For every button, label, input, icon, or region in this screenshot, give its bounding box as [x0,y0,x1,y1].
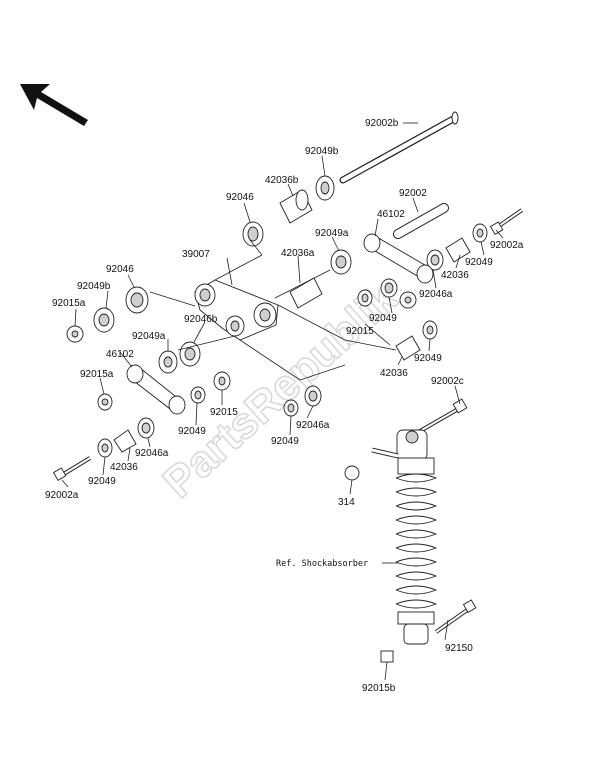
part-label: 92049 [271,436,299,447]
gear-icon [399,291,417,309]
part-label: 92049 [88,476,116,487]
collar-part [279,189,313,224]
bolt-part [52,456,92,481]
front-direction-arrow-icon [20,84,88,126]
needle-bearing-part [137,417,155,439]
shock-absorber-part [371,398,477,645]
part-label: 92015a [52,298,86,309]
washer-part [330,249,352,275]
part-label: 92046 [226,192,254,203]
needle-bearing-part [242,221,264,247]
part-label: 92049 [465,257,493,268]
part-label: 314 [338,497,355,508]
assembly-lines [149,239,397,381]
part-label: 92002a [490,240,524,251]
watermark-text: PartsRepublik [154,273,407,508]
nut-part [344,465,360,481]
part-label: 92015 [346,326,374,337]
nut-part [97,393,113,411]
part-label: 92049b [77,281,111,292]
part-label: 92046a [419,289,453,300]
bolt-part [489,208,524,235]
part-label: 92049a [132,331,166,342]
part-label: 92046a [296,420,330,431]
washer-part [93,307,115,333]
part-label: 42036 [441,270,469,281]
part-label: 92046b [184,314,218,325]
part-label: 92002c [431,376,464,387]
washer-part [97,438,113,458]
collar-part [113,429,137,453]
part-label: 42036 [110,462,138,473]
long-bolt-part [339,111,459,184]
washer-part [158,350,178,374]
rocker-arm-part [194,279,279,341]
collar-part [445,237,471,263]
tie-rod-part [126,364,186,415]
part-label: 92046 [106,264,134,275]
part-label: 92049 [178,426,206,437]
part-label: 42036a [281,248,315,259]
sleeve-part [393,203,449,239]
collar-part [395,335,421,361]
part-label: 92002b [365,118,399,129]
part-label: 46102 [377,209,405,220]
part-label: 92015 [210,407,238,418]
washer-part [283,399,299,417]
part-label: 42036b [265,175,299,186]
part-label: 42036 [380,368,408,379]
nut-part [213,371,231,391]
needle-bearing-part [304,385,322,407]
part-labels: 92002b 92049b 42036b 92046 92002 46102 9… [45,118,524,694]
washer-part [357,289,373,307]
washer-part [315,175,335,201]
reference-label: Ref. Shockabsorber [276,559,368,569]
washer-part [190,386,206,404]
part-label: 92002a [45,490,79,501]
part-label: 92049b [305,146,339,157]
leader-lines [61,122,504,681]
tie-rod-part [363,233,434,284]
part-label: 92049a [315,228,349,239]
part-label: 92150 [445,643,473,654]
needle-bearing-part [380,278,398,298]
part-label: 39007 [182,249,210,260]
part-label: 92049 [414,353,442,364]
nut-part [380,650,394,663]
part-label: 92015a [80,369,114,380]
part-label: 92002 [399,188,427,199]
part-label: 46102 [106,349,134,360]
needle-bearing-part [426,249,444,271]
nut-part [66,325,84,343]
washer-part [422,320,438,340]
part-label: 92015b [362,683,396,694]
washer-part [472,223,488,243]
part-label: 92046a [135,448,169,459]
needle-bearing-part [125,286,149,314]
part-label: 92049 [369,313,397,324]
